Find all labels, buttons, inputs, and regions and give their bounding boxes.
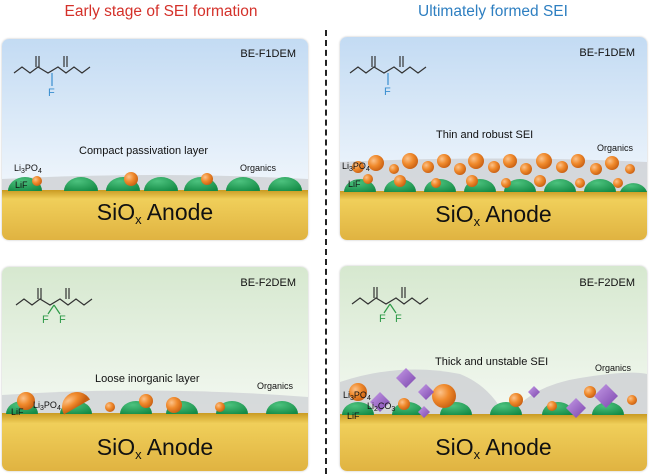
layer-caption: Thin and robust SEI [436,129,534,141]
molecule-f2dem [351,287,429,314]
organics-label: Organics [257,381,294,391]
molecule-f1dem [349,56,427,85]
layer-caption: Compact passivation layer [79,145,209,157]
li3po4-label: Li3PO4 [14,163,42,175]
dashed-divider [325,30,327,474]
header-ultimately-formed: Ultimately formed SEI [418,3,568,20]
anode-label: SiOx Anode [435,201,552,229]
anode-label: SiOx Anode [435,434,552,462]
anode-label: SiOx Anode [96,199,214,227]
anode-label: SiOx Anode [96,434,214,462]
electrolyte-label: BE-F2DEM [579,277,635,289]
molecule-f2dem [15,288,93,315]
organics-label: Organics [597,143,634,153]
lif-label: LiF [11,407,24,417]
panel-graphic [2,39,308,240]
panel-graphic [340,37,647,240]
layer-caption: Loose inorganic layer [95,373,200,385]
fluorine-atom-label: F [59,314,66,326]
li3po4-label: Li3PO4 [33,400,61,412]
fluorine-atom-label: F [42,314,49,326]
panel-graphic [340,266,647,471]
fluorine-atom-label: F [384,86,391,98]
fluorine-atom-label: F [395,313,402,325]
li3po4-label: Li3PO4 [343,390,371,402]
panel-final-f1dem: BE-F1DEM F Thin and robust SEI Organics … [340,37,647,240]
fluorine-atom-label: F [48,87,55,99]
electrolyte-label: BE-F2DEM [240,277,296,289]
fluorine-atom-label: F [379,313,386,325]
li3po4-label: Li3PO4 [342,161,370,173]
panel-graphic [2,267,308,471]
organics-label: Organics [595,363,632,373]
panel-early-f2dem: BE-F2DEM F F Loose inorganic layer Organ… [2,267,308,471]
li2co3-label: Li2CO3 [367,401,396,413]
electrolyte-label: BE-F1DEM [579,47,635,59]
header-early-stage: Early stage of SEI formation [64,3,258,20]
lif-label: LiF [15,180,28,190]
lif-label: LiF [348,179,361,189]
layer-caption: Thick and unstable SEI [435,356,549,368]
electrolyte-label: BE-F1DEM [240,48,296,60]
panel-final-f2dem: BE-F2DEM F F Thick and unstable SEI Orga… [340,266,647,471]
molecule-f1dem [13,56,91,86]
lif-label: LiF [347,411,360,421]
panel-early-f1dem: BE-F1DEM F Compact passivation layer Org… [2,39,308,240]
organics-label: Organics [240,163,277,173]
